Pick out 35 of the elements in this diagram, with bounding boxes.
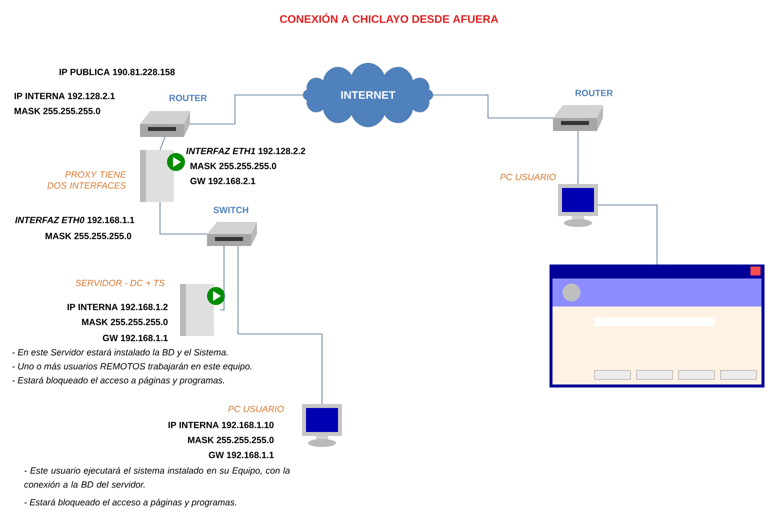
title: CONEXIÓN A CHICLAYO DESDE AFUERA bbox=[280, 13, 498, 23]
address-text: MASK 255.255.255.0 bbox=[188, 436, 274, 444]
address-text: IP INTERNA 192.168.1.2 bbox=[68, 304, 168, 310]
device-label: PC USUARIO bbox=[228, 406, 284, 412]
device-label: PC USUARIO bbox=[500, 174, 556, 180]
address-text: INTERFAZ ETH1 192.128.2.2 bbox=[186, 148, 306, 154]
address-text: GW 192.168.1.1 bbox=[208, 452, 274, 458]
note-text: - Este usuario ejecutará el sistema instalado en su Equipo, con la conexión a la BD del servidor. bbox=[24, 466, 290, 488]
connector-line bbox=[238, 246, 322, 404]
address-text: GW 192.168.2.1 bbox=[190, 178, 256, 184]
connector-line bbox=[220, 246, 224, 310]
address-text: IP PUBLICA 190.81.228.158 bbox=[60, 68, 175, 76]
connector-line bbox=[160, 136, 166, 150]
address-text: MASK 255.255.255.0 bbox=[82, 318, 168, 326]
address-text: GW 192.168.1.1 bbox=[102, 334, 168, 342]
address-text: MASK 255.255.255.0 bbox=[190, 162, 276, 170]
device-label: SWITCH bbox=[214, 206, 248, 214]
connector-line bbox=[432, 94, 554, 118]
connector-line bbox=[190, 94, 304, 124]
address-text: IP INTERNA 192.128.2.1 bbox=[14, 92, 115, 100]
picture bbox=[550, 264, 764, 388]
device-label: ROUTER bbox=[576, 90, 613, 96]
note-text: - Estará bloqueado el acceso a páginas y programas. bbox=[12, 376, 224, 386]
address-text: MASK 255.255.255.0 bbox=[46, 232, 132, 240]
note-text: - Estará bloqueado el acceso a páginas y programas. bbox=[24, 498, 236, 508]
connector-line bbox=[598, 204, 658, 265]
device-label: PROXY TIENE DOS INTERFACES bbox=[47, 171, 126, 189]
address-text: IP INTERNA 192.168.1.10 bbox=[168, 422, 274, 428]
device-label: ROUTER bbox=[170, 94, 207, 102]
address-text: MASK 255.255.255.0 bbox=[14, 108, 100, 114]
address-text: INTERFAZ ETH0 192.168.1.1 bbox=[15, 216, 134, 224]
connector-line bbox=[160, 202, 208, 234]
device-label: SERVIDOR - DC + TS bbox=[75, 280, 165, 286]
note-text: - En este Servidor estará instalado la BD y el Sistema. bbox=[12, 348, 228, 358]
note-text: - Uno o más usuarios REMOTOS trabajarán en este equipo. bbox=[12, 362, 252, 372]
